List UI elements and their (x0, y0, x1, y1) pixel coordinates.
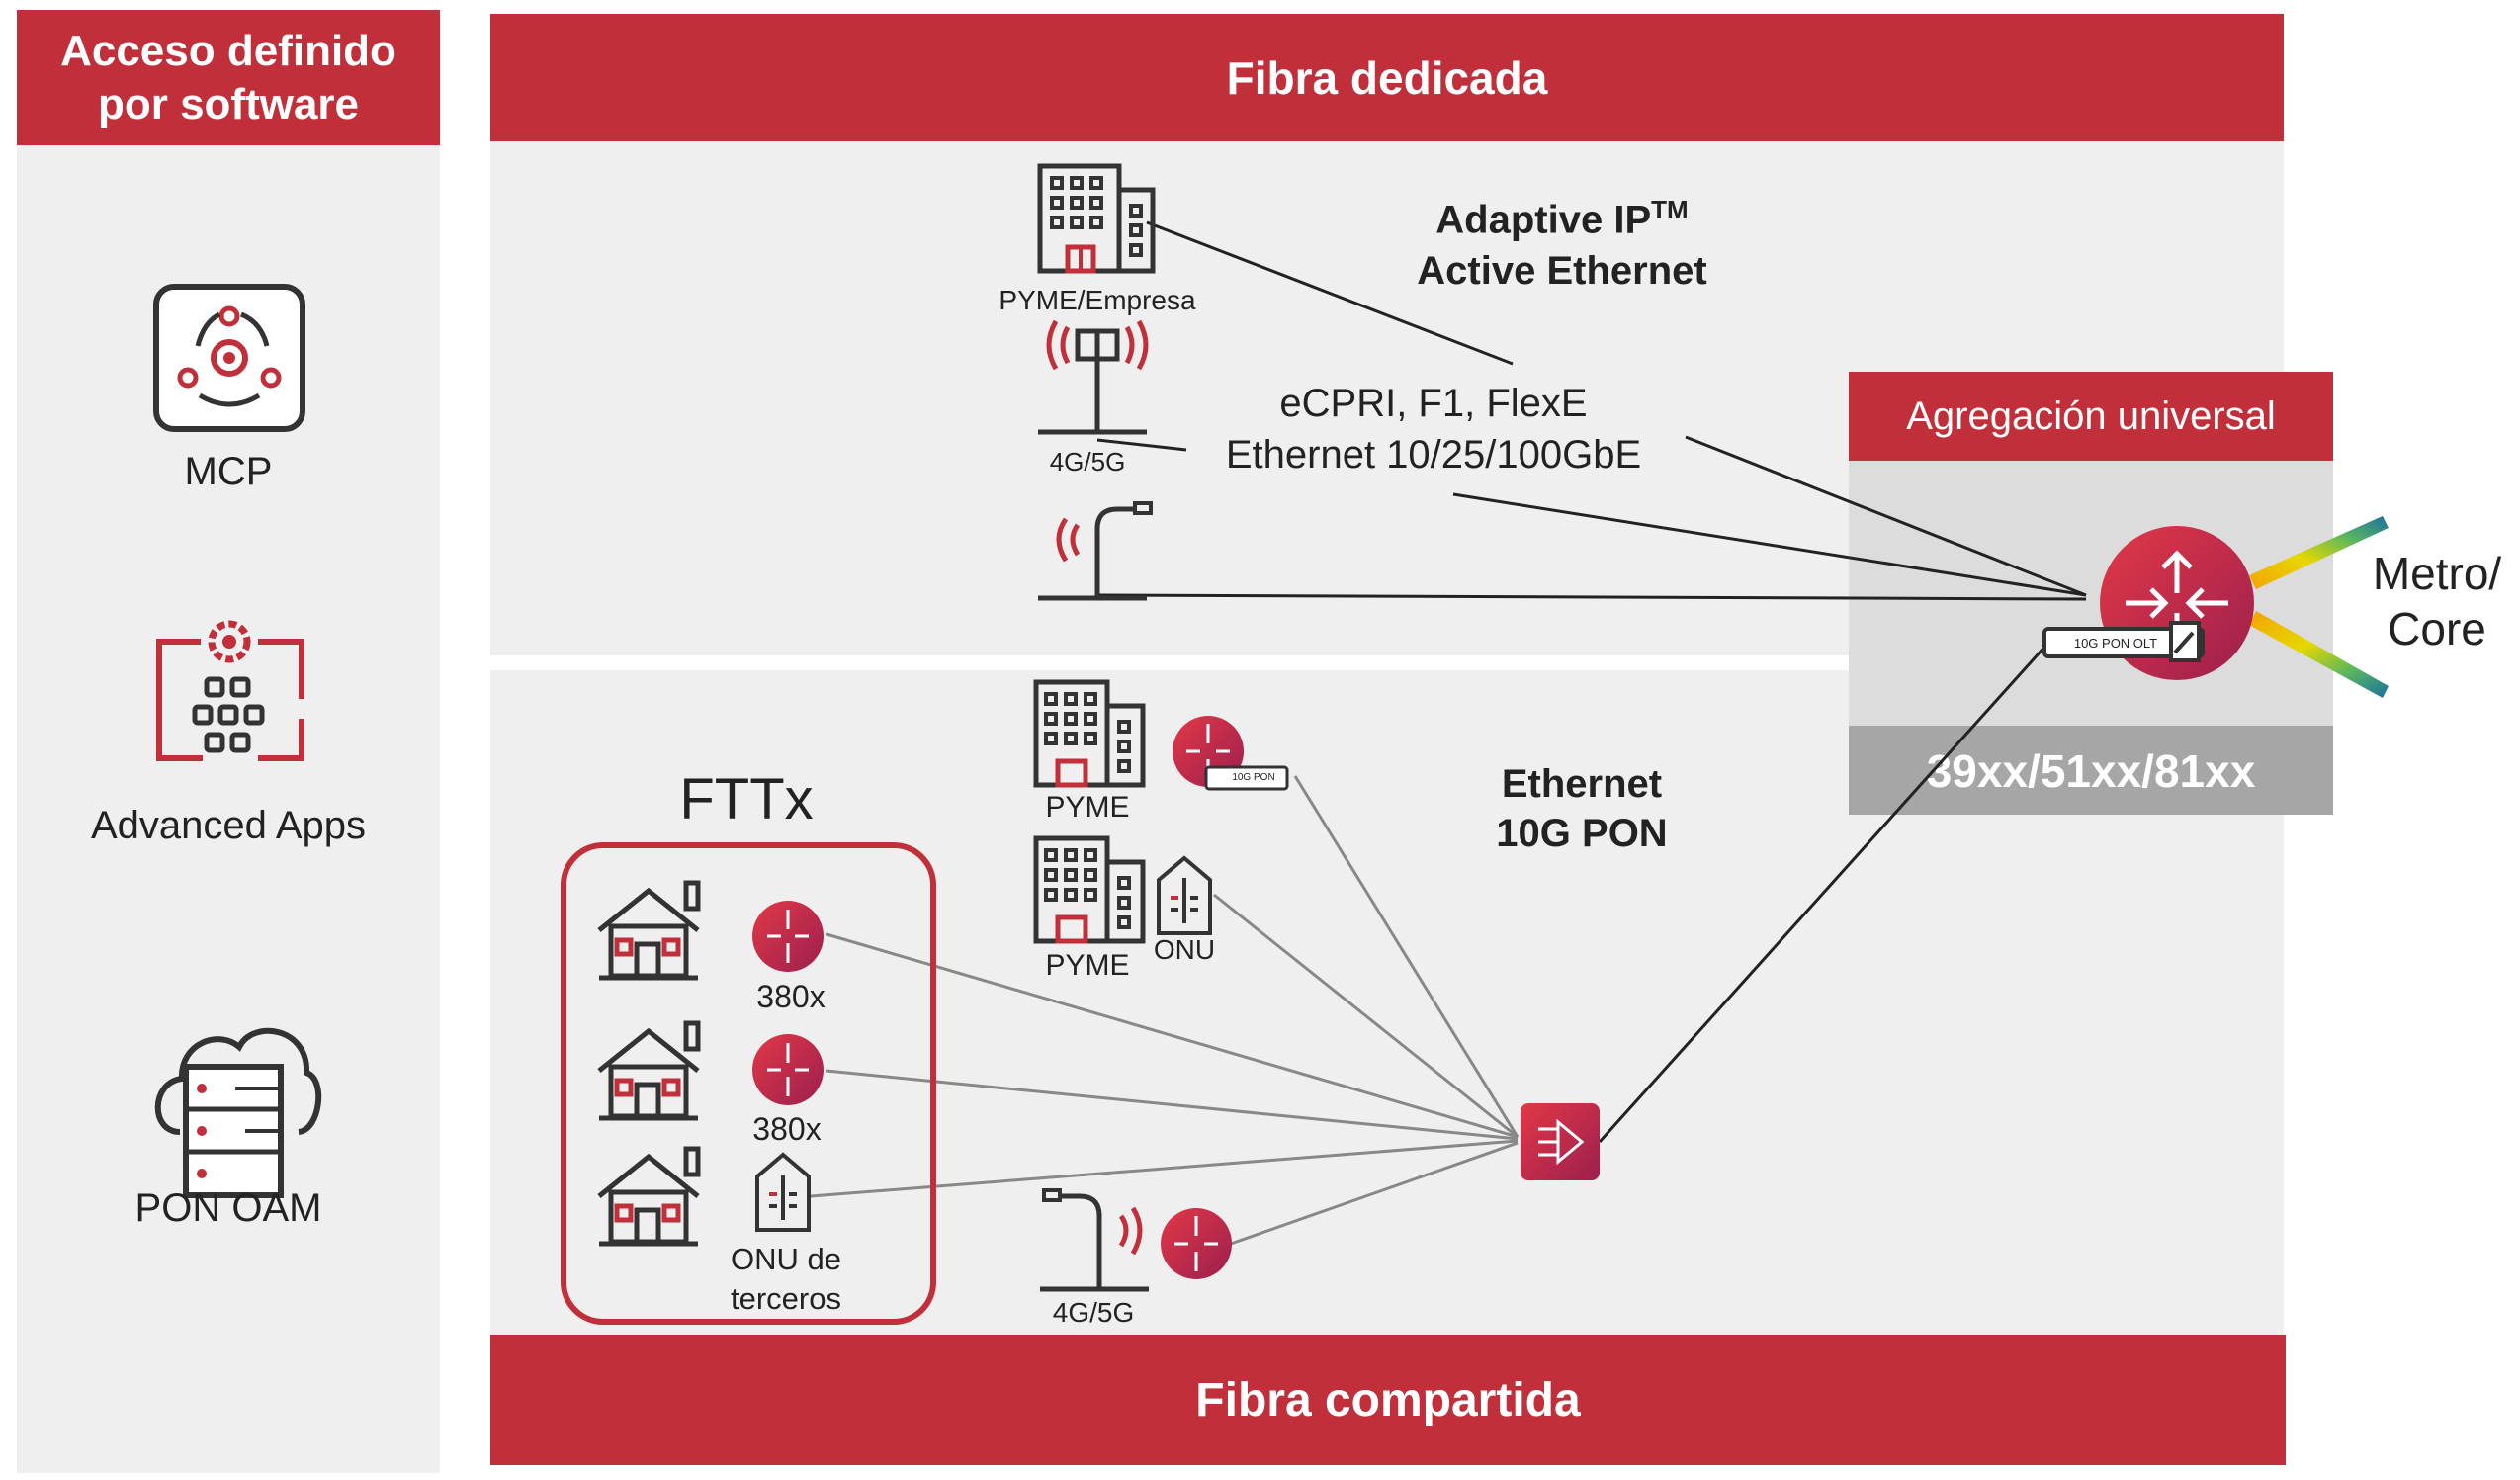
shared-tower-label: 4G/5G (1052, 1297, 1135, 1328)
house-icon-1 (597, 880, 701, 981)
pon-oam-label: PON OAM (134, 1186, 322, 1230)
dedicated-tower-label: 4G/5G (1049, 447, 1126, 477)
left-panel (17, 10, 440, 1473)
pyme-building-icon-1 (1033, 679, 1146, 788)
shared-tech-label: Ethernet 10G PON (1496, 762, 1668, 855)
small-cell-streetlight-icon (1038, 501, 1153, 601)
onu-label: ONU (1153, 934, 1216, 965)
pyme-router-icon (1173, 716, 1289, 791)
dedicated-fiber-header: Fibra dedicada (490, 14, 2284, 141)
mcp-orchestration-icon (153, 284, 305, 432)
dedicated-links (1096, 220, 2087, 601)
advanced-apps-icon (156, 620, 304, 761)
router-380x-label-1: 380x (756, 979, 826, 1014)
protocols-label: eCPRI, F1, FlexE Ethernet 10/25/100GbE (1225, 382, 1642, 477)
models-label: 39xx/51xx/81xx (1926, 745, 2256, 797)
olt-card-icon (2042, 621, 2205, 662)
pyme-label-2: PYME (1045, 949, 1130, 982)
dedicated-tech-label: Adaptive IPTM Active Ethernet (1417, 195, 1707, 294)
enterprise-building-icon (1037, 163, 1156, 274)
aggregation-header: Agregación universal (1849, 372, 2333, 461)
left-panel-title: Acceso definido por software (17, 10, 440, 145)
router-380x-icon-2 (752, 1034, 824, 1105)
olt-badge-label: 10G PON OLT (2073, 636, 2158, 651)
advanced-apps-label: Advanced Apps (91, 804, 366, 847)
house-icon-3 (597, 1146, 701, 1247)
metro-core-label: Metro/ Core (2372, 548, 2502, 654)
fttx-title: FTTx (679, 767, 814, 831)
router-380x-icon-1 (752, 901, 824, 972)
shared-links (810, 775, 1520, 1246)
pon-oam-cloud-server-icon (154, 1027, 322, 1198)
shared-small-cell-icon (1040, 1188, 1149, 1292)
cell-tower-icon (1038, 319, 1149, 435)
onu-icon (1157, 855, 1212, 935)
models-bar (1849, 726, 2333, 815)
router-380x-label-2: 380x (752, 1111, 822, 1147)
onu-third-party-label: ONU de terceros (731, 1242, 841, 1316)
enterprise-label: PYME/Empresa (999, 285, 1196, 315)
house-icon-2 (597, 1020, 701, 1121)
splitter-icon (1521, 1103, 1600, 1180)
pyme-building-icon-2 (1033, 835, 1146, 944)
shared-small-cell-router-icon (1161, 1208, 1232, 1279)
fttx-box (561, 842, 936, 1325)
metro-core-links (2249, 516, 2389, 698)
shared-fiber-header: Fibra compartida (490, 1335, 2286, 1465)
pon-badge-label: 10G PON (1232, 772, 1275, 783)
splitter-to-olt-link (1598, 641, 2050, 1144)
mcp-label: MCP (184, 450, 273, 493)
onu-third-party-icon (755, 1152, 811, 1232)
pyme-label-1: PYME (1045, 791, 1130, 824)
